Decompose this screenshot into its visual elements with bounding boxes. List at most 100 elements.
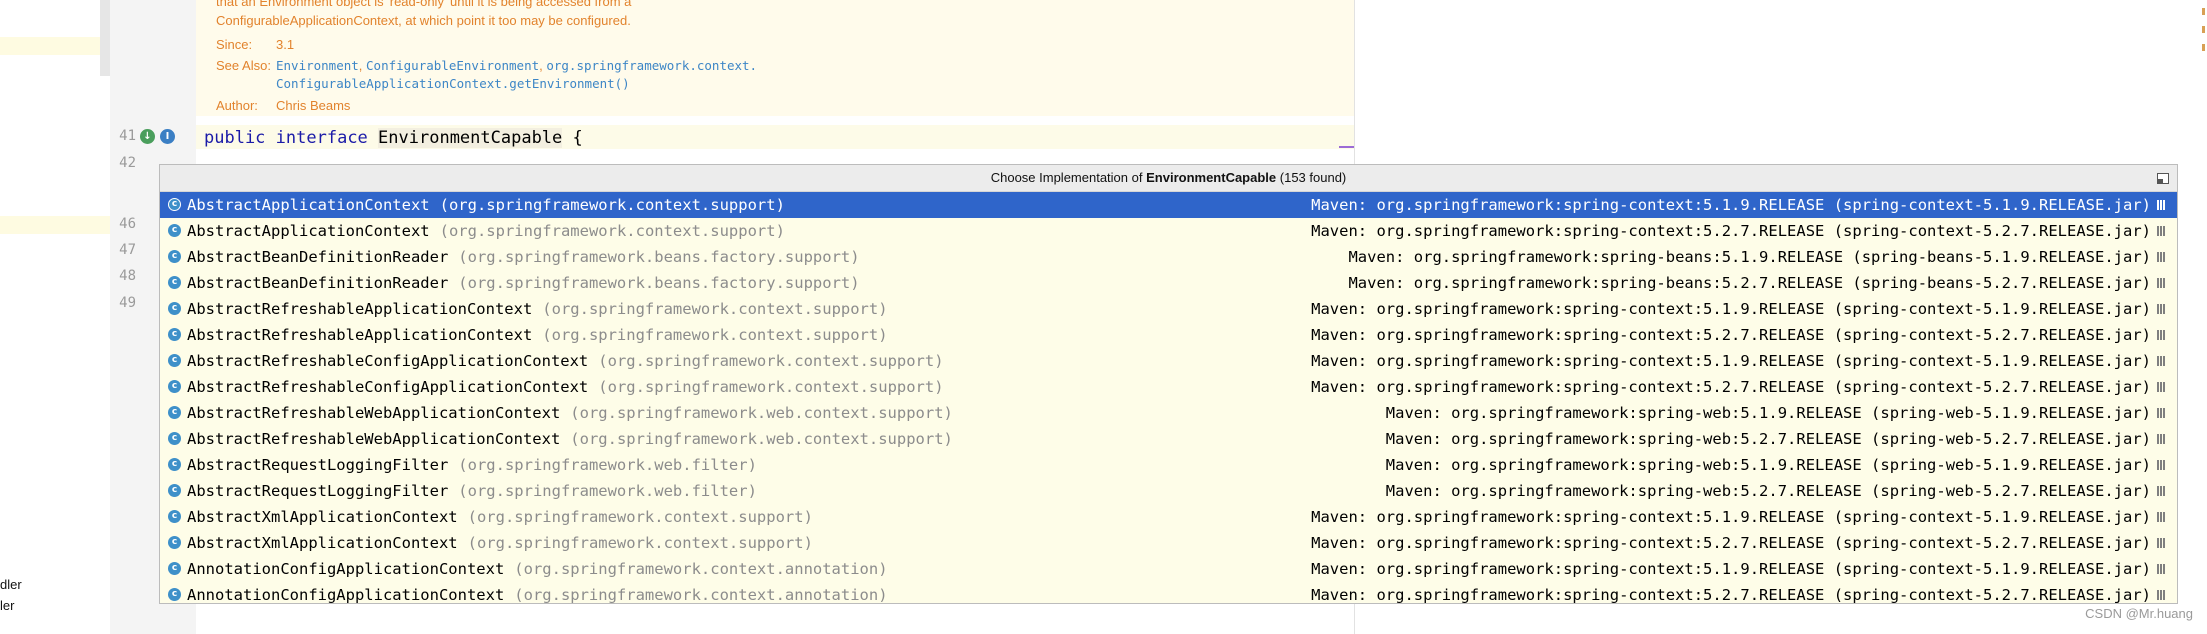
see-also-link[interactable]: org.springframework.context. [546, 58, 758, 73]
implementation-name: AnnotationConfigApplicationContext [187, 586, 505, 604]
class-icon: c [168, 328, 181, 341]
class-icon: c [168, 380, 181, 393]
class-name: AbstractRefreshableWebApplicationContext… [187, 400, 953, 426]
author-label: Author: [216, 98, 258, 113]
library-icon [2157, 356, 2169, 366]
class-icon: c [168, 562, 181, 575]
implementation-package: (org.springframework.context.support) [542, 326, 888, 344]
choose-implementation-popup[interactable]: Choose Implementation of EnvironmentCapa… [159, 164, 2178, 604]
implementation-package: (org.springframework.context.support) [467, 534, 813, 552]
watermark: CSDN @Mr.huang [2085, 606, 2193, 621]
implementation-source: Maven: org.springframework:spring-contex… [1311, 560, 2151, 578]
implementation-package: (org.springframework.beans.factory.suppo… [458, 248, 860, 266]
javadoc-block: that an Environment object is 'read-only… [196, 0, 1354, 116]
implementation-row[interactable]: c AbstractRefreshableApplicationContext (o… [160, 322, 2177, 348]
see-also-link[interactable]: Environment [276, 58, 359, 73]
implementation-row[interactable]: c AbstractBeanDefinitionReader (org.spring… [160, 270, 2177, 296]
implementation-name: AbstractBeanDefinitionReader [187, 274, 449, 292]
implementation-name: AbstractApplicationContext [187, 196, 430, 214]
class-name[interactable]: EnvironmentCapable [378, 128, 563, 148]
implementation-row[interactable]: c AbstractXmlApplicationContext (org.sprin… [160, 530, 2177, 556]
implementation-name: AbstractRefreshableApplicationContext [187, 326, 533, 344]
class-name: AbstractApplicationContext (org.springfra… [187, 218, 785, 244]
implementation-source: Maven: org.springframework:spring-web:5.… [1385, 456, 2151, 474]
implementation-row[interactable]: c AbstractRefreshableConfigApplicationCon… [160, 374, 2177, 400]
class-icon: c [168, 198, 181, 211]
class-name: AbstractBeanDefinitionReader (org.springf… [187, 270, 860, 296]
implementation-row[interactable]: c AbstractRefreshableConfigApplicationCon… [160, 348, 2177, 374]
implementation-source: Maven: org.springframework:spring-web:5.… [1385, 404, 2151, 422]
tree-item-fragment[interactable]: ler [0, 598, 15, 613]
implementation-name: AbstractRequestLoggingFilter [187, 456, 449, 474]
author-value: Chris Beams [276, 98, 351, 113]
error-stripe [2200, 0, 2207, 62]
line-number: 49 [119, 295, 136, 311]
implementation-package: (org.springframework.beans.factory.suppo… [458, 274, 860, 292]
code-line[interactable]: public interface EnvironmentCapable { [204, 128, 583, 148]
class-icon: c [168, 484, 181, 497]
implementation-name: AbstractApplicationContext [187, 222, 430, 240]
override-icon[interactable]: I [160, 129, 175, 144]
popup-title: Choose Implementation of EnvironmentCapa… [160, 165, 2177, 192]
class-icon: c [168, 406, 181, 419]
tree-item-fragment[interactable]: dler [0, 577, 22, 592]
library-icon [2157, 434, 2169, 444]
class-icon: c [168, 432, 181, 445]
implementation-name: AbstractRefreshableConfigApplicationCont… [187, 352, 589, 370]
line-number: 41 [119, 128, 136, 144]
implementation-row[interactable]: c AnnotationConfigApplicationContext (org.… [160, 556, 2177, 582]
implementation-source: Maven: org.springframework:spring-beans:… [1348, 274, 2151, 292]
implementation-name: AbstractRefreshableWebApplicationContext [187, 430, 561, 448]
implemented-icon[interactable]: ↓ [140, 129, 155, 144]
implementation-name: AbstractXmlApplicationContext [187, 534, 458, 552]
implementation-package: (org.springframework.web.context.support… [570, 430, 953, 448]
implementation-name: AbstractRefreshableWebApplicationContext [187, 404, 561, 422]
library-icon [2157, 382, 2169, 392]
class-icon: c [168, 302, 181, 315]
see-also-link[interactable]: ConfigurableApplicationContext.getEnviro… [276, 76, 630, 91]
class-name: AnnotationConfigApplicationContext (org.s… [187, 582, 888, 604]
library-icon [2157, 278, 2169, 288]
class-icon: c [168, 276, 181, 289]
stripe-mark [2202, 44, 2205, 51]
implementation-package: (org.springframework.web.filter) [458, 482, 757, 500]
implementation-package: (org.springframework.context.annotation) [514, 560, 888, 578]
see-also-link[interactable]: ConfigurableEnvironment [366, 58, 540, 73]
implementation-package: (org.springframework.context.support) [439, 222, 785, 240]
project-tree-strip: dler ler [0, 0, 110, 634]
library-icon [2157, 408, 2169, 418]
class-name: AnnotationConfigApplicationContext (org.s… [187, 556, 888, 582]
implementation-package: (org.springframework.web.filter) [458, 456, 757, 474]
class-name: AbstractRequestLoggingFilter (org.springf… [187, 452, 757, 478]
class-icon: c [168, 354, 181, 367]
class-icon: c [168, 510, 181, 523]
line-number: 47 [119, 242, 136, 258]
implementation-row[interactable]: c AbstractRefreshableWebApplicationContex… [160, 400, 2177, 426]
stripe-mark [2202, 8, 2205, 15]
implementation-row[interactable]: c AbstractRequestLoggingFilter(org.spring… [160, 478, 2177, 504]
caret-marker [1339, 146, 1354, 148]
class-name: AbstractRefreshableConfigApplicationCont… [187, 348, 944, 374]
library-icon [2157, 200, 2169, 210]
implementation-source: Maven: org.springframework:spring-contex… [1311, 352, 2151, 370]
pin-icon[interactable] [2157, 173, 2169, 184]
implementation-source: Maven: org.springframework:spring-beans:… [1348, 248, 2151, 266]
implementation-package: (org.springframework.context.annotation) [514, 586, 888, 604]
tree-highlight [0, 37, 100, 55]
class-name: AbstractBeanDefinitionReader(org.springf… [187, 244, 860, 270]
implementation-row[interactable]: c AbstractRefreshableWebApplicationContex… [160, 426, 2177, 452]
library-icon [2157, 460, 2169, 470]
implementation-name: AbstractRefreshableConfigApplicationCont… [187, 378, 589, 396]
implementation-name: AnnotationConfigApplicationContext [187, 560, 505, 578]
class-icon: c [168, 536, 181, 549]
library-icon [2157, 564, 2169, 574]
class-name: AbstractRequestLoggingFilter(org.springf… [187, 478, 757, 504]
